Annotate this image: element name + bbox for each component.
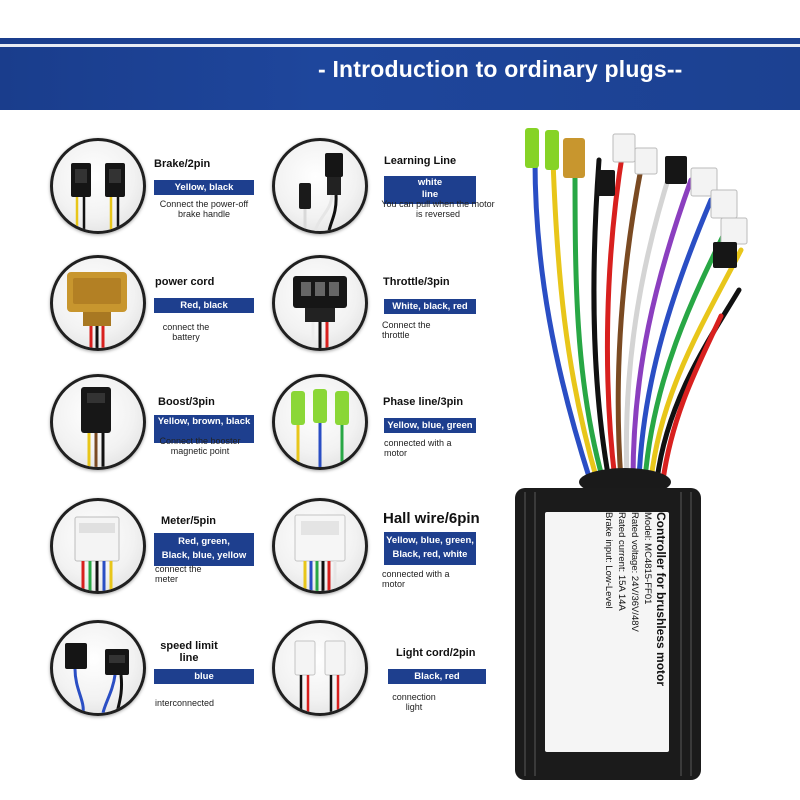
hall-wire-title: Hall wire/6pin — [383, 510, 480, 527]
hall-wire-description: connected with a motor — [382, 569, 450, 589]
brake-connector-icon — [50, 138, 146, 234]
speed-limit-connector-icon — [50, 620, 146, 716]
meter-description: connect the meter — [155, 564, 202, 584]
header-banner — [0, 38, 800, 110]
controller-label-line-3: Rated current: 15A 14A — [616, 512, 627, 611]
power-connector-icon — [50, 255, 146, 351]
light-cord-description: connection light — [392, 692, 436, 712]
phase-line-title: Phase line/3pin — [383, 396, 464, 408]
boost-description: Connect the booster magnetic point — [159, 436, 241, 456]
light-connector-icon — [272, 620, 368, 716]
learning-line-description: You can pull when the motor is reversed — [381, 199, 495, 219]
controller-label: Controller for brushless motor Model: MC… — [547, 512, 667, 752]
motor-controller-icon: Controller for brushless motor Model: MC… — [495, 120, 800, 780]
learning-line-color-tag: white line — [384, 176, 476, 204]
phase-line-color-tag: Yellow, blue, green — [384, 418, 476, 433]
speed-limit-title: speed limit line — [160, 640, 218, 664]
throttle-title: Throttle/3pin — [383, 276, 450, 288]
meter-color-tag: Red, green, Black, blue, yellow — [154, 533, 254, 566]
meter-color-tag-line2: Black, blue, yellow — [161, 550, 247, 561]
hall-wire-color-tag: Yellow, blue, green, Black, red, white — [384, 532, 476, 565]
light-cord-title: Light cord/2pin — [396, 647, 476, 659]
boost-title: Boost/3pin — [158, 396, 215, 408]
learning-line-title: Learning Line — [384, 155, 457, 167]
hall-wire-color-tag-line1: Yellow, blue, green, — [386, 535, 474, 546]
hall-wire-color-tag-line2: Black, red, white — [392, 549, 468, 560]
throttle-description: Connect the throttle — [382, 320, 431, 340]
throttle-connector-icon — [272, 255, 368, 351]
controller-label-line-0: Controller for brushless motor — [654, 512, 667, 687]
power-cord-title: power cord — [155, 276, 215, 288]
meter-title: Meter/5pin — [161, 515, 217, 527]
speed-limit-description: interconnected — [155, 698, 215, 708]
speed-limit-color-tag: blue — [154, 669, 254, 684]
hall-connector-icon — [272, 498, 368, 594]
boost-color-tag: Yellow, brown, black — [154, 415, 254, 443]
power-cord-color-tag: Red, black — [154, 298, 254, 313]
controller-label-line-2: Rated voltage: 24V/36V/48V — [629, 512, 640, 632]
boost-connector-icon — [50, 374, 146, 470]
meter-connector-icon — [50, 498, 146, 594]
phase-line-description: connected with a motor — [384, 438, 452, 458]
learning-line-connector-icon — [272, 138, 368, 234]
throttle-color-tag: White, black, red — [384, 299, 476, 314]
controller-label-line-4: Brake input: Low-Level — [603, 512, 614, 609]
brake-color-tag: Yellow, black — [154, 180, 254, 195]
phase-line-connector-icon — [272, 374, 368, 470]
power-cord-description: connect the battery — [162, 322, 210, 342]
brake-title: Brake/2pin — [154, 158, 211, 170]
controller-label-line-1: Model: MC4815-FF01 — [642, 512, 653, 605]
meter-color-tag-line1: Red, green, — [178, 536, 230, 547]
light-cord-color-tag: Black, red — [388, 669, 486, 684]
brake-description: Connect the power-off brake handle — [159, 199, 249, 219]
page-title: - Introduction to ordinary plugs-- — [318, 56, 683, 82]
